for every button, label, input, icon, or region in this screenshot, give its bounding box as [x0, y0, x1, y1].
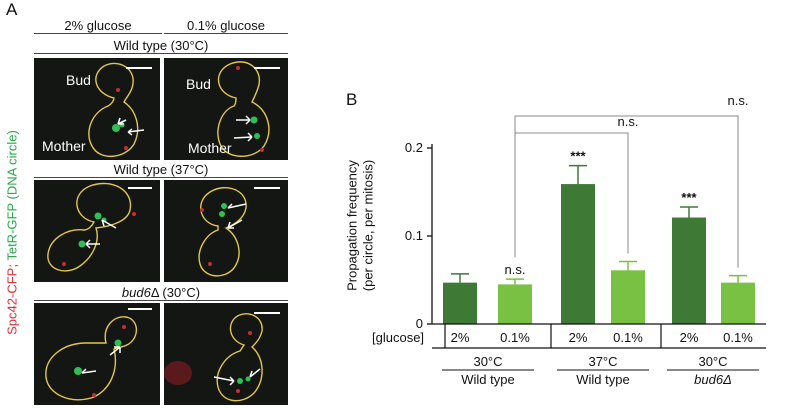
micrograph-bud6-2pct — [34, 303, 160, 405]
group-temp-label: 37°C — [588, 354, 617, 369]
x-tick-label: 0.1% — [723, 330, 753, 345]
bar — [561, 184, 595, 324]
bar — [672, 217, 706, 324]
label-bud: Bud — [66, 72, 91, 88]
micrograph-wt30-2pct: Bud Mother — [34, 58, 160, 160]
ylabel-red-part: Spc42-CFP; — [4, 264, 20, 335]
bar-annotation: *** — [570, 149, 586, 164]
panel-a-ylabel: Spc42-CFP; TetR-GFP (DNA circle) — [5, 123, 20, 343]
micrograph-wt37-01pct — [164, 180, 288, 282]
bar — [611, 270, 645, 324]
bar — [721, 282, 755, 324]
x-tick-label: 0.1% — [613, 330, 643, 345]
group-strain-label: Wild type — [576, 372, 629, 387]
panel-a-label: A — [6, 0, 18, 19]
micrograph-wt30-01pct: Bud Mother — [164, 58, 288, 160]
group-temp-label: 30°C — [698, 354, 727, 369]
x-tick-label: 2% — [569, 330, 588, 345]
comparison-label: n.s. — [618, 114, 639, 129]
panel-b-label: B — [346, 90, 358, 109]
y-tick-label: 0.1 — [405, 228, 423, 243]
comparison-bracket — [514, 115, 739, 268]
section-wildtype-30: Wild type (30°C) — [34, 38, 288, 54]
bar — [498, 284, 532, 324]
bud6-gene-name: bud6 — [121, 285, 151, 300]
bud6-suffix: Δ (30°C) — [150, 285, 201, 300]
x-tick-label: 2% — [451, 330, 470, 345]
group-temp-label: 30°C — [473, 354, 502, 369]
micrograph-wt37-2pct — [34, 180, 160, 282]
bar-annotation: n.s. — [505, 262, 526, 277]
x-tick-label: 2% — [680, 330, 699, 345]
glucose-row-label: [glucose] — [372, 330, 424, 345]
label-mother-2: Mother — [188, 140, 232, 156]
section-wildtype-37: Wild type (37°C) — [34, 162, 288, 178]
column-header-01pct: 0.1% glucose — [164, 18, 288, 34]
bar-annotation: *** — [681, 190, 697, 205]
bar — [443, 282, 477, 324]
y-tick-label: 0.2 — [405, 140, 423, 155]
bar-chart: 0 0.1 0.2 n.s. *** *** n.s. n.s. [glucose] 2% 0.1%… — [372, 93, 766, 387]
column-header-2pct: 2% glucose — [34, 18, 162, 34]
comparison-label: n.s. — [728, 93, 749, 108]
ylabel-green-part: TetR-GFP (DNA circle) — [4, 130, 20, 261]
x-tick-label: 0.1% — [500, 330, 530, 345]
label-bud-2: Bud — [186, 76, 211, 92]
micrograph-bud6-01pct — [164, 303, 288, 405]
y-tick-label: 0 — [416, 316, 423, 331]
group-strain-label: Wild type — [461, 372, 514, 387]
section-bud6-30: bud6Δ (30°C) — [34, 285, 288, 301]
group-strain-label: bud6Δ — [694, 372, 732, 387]
label-mother: Mother — [42, 138, 86, 154]
